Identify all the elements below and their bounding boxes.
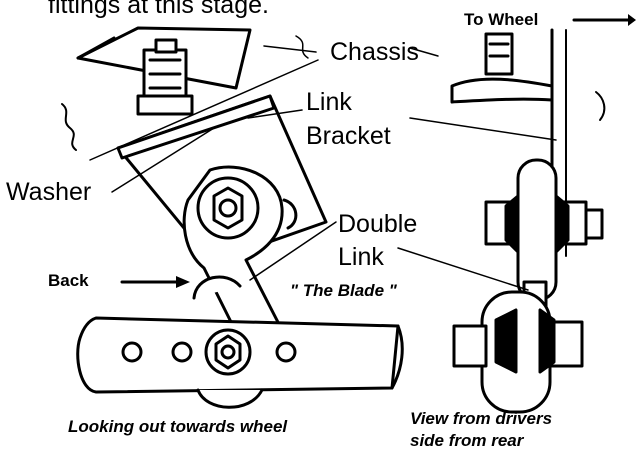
to-wheel-label: To Wheel xyxy=(464,10,539,29)
right-chassis xyxy=(450,77,554,104)
pivot-nut xyxy=(212,186,244,230)
link-bracket-label-2: Bracket xyxy=(306,122,391,150)
bracket-leader-right xyxy=(409,117,557,141)
upper-wheel xyxy=(516,158,558,302)
link-bracket-label-1: Link xyxy=(306,88,352,116)
washer-label: Washer xyxy=(6,178,92,206)
caption-right-2: side from rear xyxy=(410,431,524,450)
caption-right-1: View from drivers xyxy=(410,409,553,428)
caption-left: Looking out towards wheel xyxy=(68,417,288,436)
caption-top: fittings at this stage. xyxy=(48,0,269,19)
washer-leader xyxy=(111,127,215,193)
chassis-leader xyxy=(89,59,319,161)
blade-label: " The Blade " xyxy=(290,281,397,300)
double-link-label-2: Link xyxy=(338,243,384,271)
washer xyxy=(116,94,276,160)
chassis-label: Chassis xyxy=(330,38,419,66)
double-link-label-1: Double xyxy=(338,210,418,238)
link-leader xyxy=(249,221,337,281)
link-leader-right xyxy=(397,247,529,291)
back-label: Back xyxy=(48,271,89,290)
bracket-leader xyxy=(247,109,303,119)
